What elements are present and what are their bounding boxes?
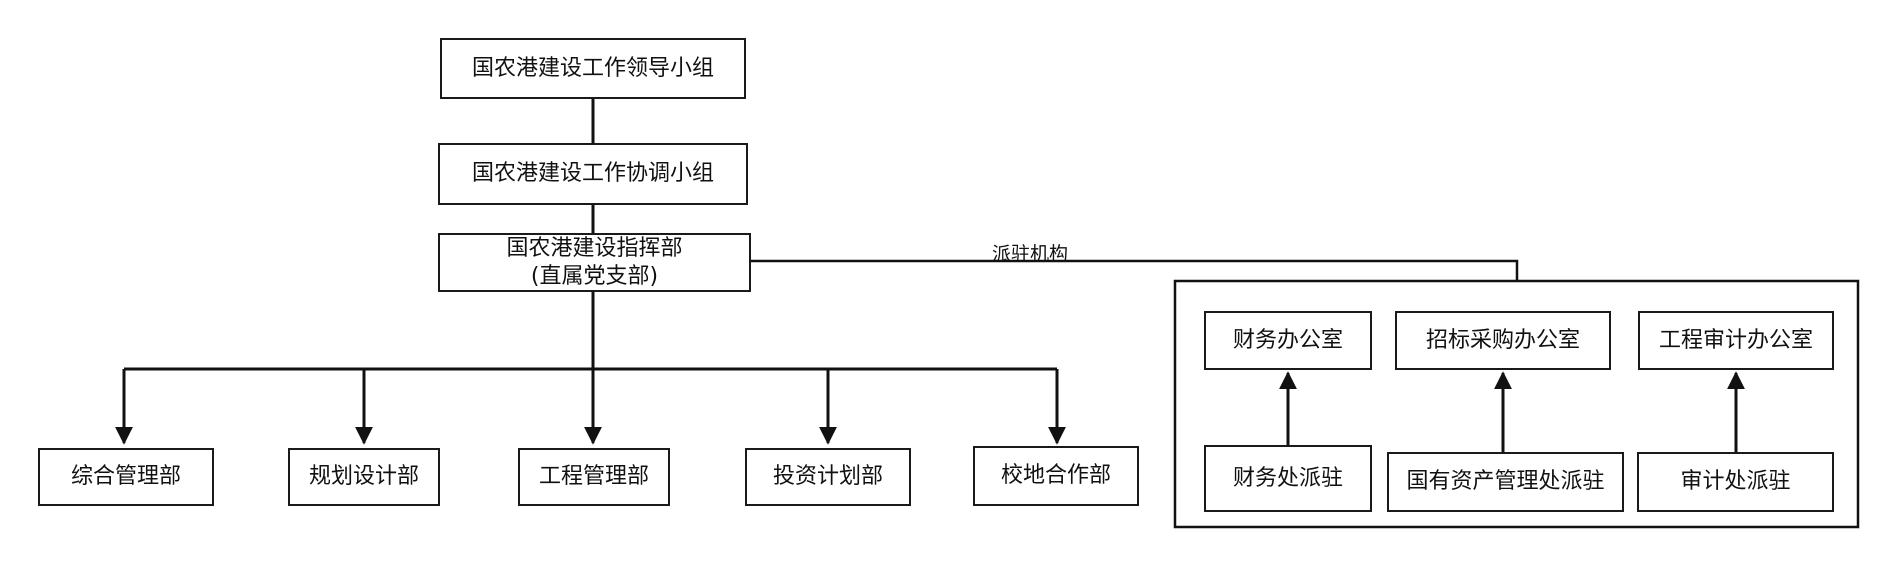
station-box: 国有资产管理处派驻 [1387, 452, 1624, 512]
office-box: 工程审计办公室 [1638, 311, 1834, 370]
department-box: 综合管理部 [38, 448, 214, 506]
office-label: 工程审计办公室 [1658, 327, 1813, 353]
department-label: 规划设计部 [308, 464, 419, 490]
office-box: 财务办公室 [1204, 311, 1372, 370]
station-label: 国有资产管理处派驻 [1406, 469, 1605, 495]
department-label: 投资计划部 [772, 464, 883, 490]
dispatch-label: 派驻机构 [992, 243, 1069, 265]
department-box: 投资计划部 [745, 448, 911, 506]
office-box: 招标采购办公室 [1395, 311, 1611, 370]
headquarters-sublabel: (直属党支部) [530, 263, 659, 289]
department-label: 校地合作部 [1000, 463, 1111, 489]
station-label: 财务处派驻 [1232, 465, 1343, 491]
station-box: 财务处派驻 [1204, 445, 1372, 512]
coordination-group-box: 国农港建设工作协调小组 [438, 143, 748, 205]
department-box: 校地合作部 [973, 446, 1139, 506]
station-box: 审计处派驻 [1637, 452, 1834, 512]
office-label: 招标采购办公室 [1425, 327, 1580, 353]
office-label: 财务办公室 [1232, 327, 1343, 353]
department-label: 综合管理部 [70, 464, 181, 490]
department-box: 规划设计部 [288, 448, 440, 506]
station-label: 审计处派驻 [1680, 469, 1791, 495]
leadership-group-label: 国农港建设工作领导小组 [471, 55, 714, 81]
leadership-group-box: 国农港建设工作领导小组 [440, 38, 746, 99]
department-box: 工程管理部 [518, 448, 670, 506]
dispatch-group-frame [1173, 279, 1860, 529]
coordination-group-label: 国农港建设工作协调小组 [471, 161, 714, 187]
headquarters-box: 国农港建设指挥部 (直属党支部) [438, 233, 751, 292]
dispatch-connector [751, 259, 1519, 281]
headquarters-label: 国农港建设指挥部 [506, 236, 683, 261]
department-label: 工程管理部 [538, 464, 649, 490]
